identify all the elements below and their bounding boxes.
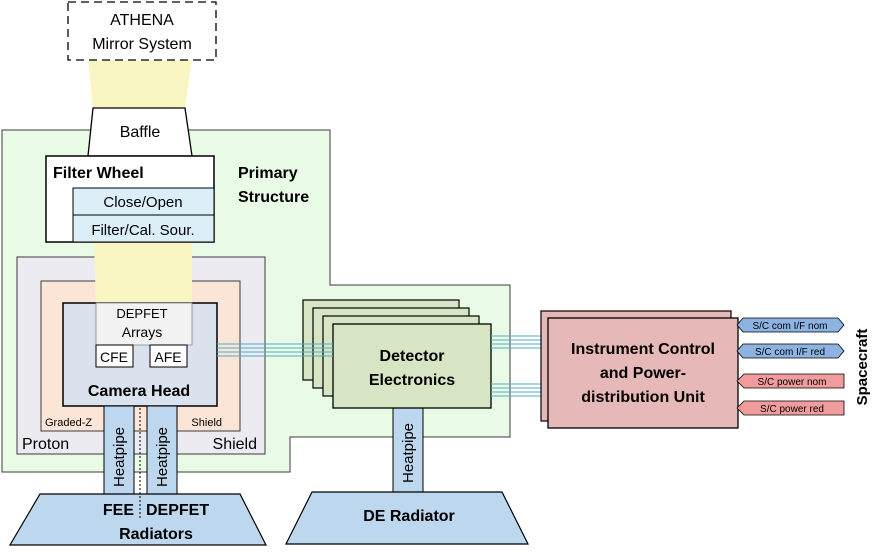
depfet-arrays-line1: DEPFET: [116, 306, 167, 321]
sc-power-nom-label: S/C power nom: [758, 377, 827, 388]
fee-depfet-radiator: [8, 493, 267, 546]
graded-z-label: Graded-Z: [45, 417, 92, 429]
de-card-1: [332, 323, 492, 409]
proton-label: Proton: [22, 436, 69, 453]
afe-label: AFE: [154, 349, 181, 365]
close-open-box: [72, 187, 215, 216]
graded-z-shield-label: Shield: [191, 417, 222, 429]
sc-power-red-label: S/C power red: [760, 404, 824, 415]
sc-com-nom-arrow: [736, 317, 845, 333]
primary-structure-line2: Structure: [238, 189, 309, 206]
icpu-line3: distribution Unit: [581, 389, 705, 406]
mirror-label-line2: Mirror System: [92, 36, 192, 53]
heatpipe-de: [392, 407, 424, 499]
depfet-radiator-label: DEPFET: [146, 502, 209, 519]
radiators-label: Radiators: [119, 526, 193, 543]
camera-de-lines: [217, 343, 333, 357]
icpu-line2: and Power-: [600, 365, 686, 382]
heatpipe-fee: [103, 405, 135, 497]
icpu-line1: Instrument Control: [571, 341, 715, 358]
depfet-arrays: [95, 302, 193, 346]
light-beam-bottom: [94, 242, 192, 304]
icpu-front: [547, 317, 739, 429]
close-open-label: Close/Open: [103, 194, 182, 211]
de-radiator-label: DE Radiator: [363, 508, 455, 525]
sc-com-nom-label: S/C com I/F nom: [752, 321, 827, 332]
spacecraft-label: Spacecraft: [854, 329, 871, 406]
camera-head-label: Camera Head: [88, 383, 190, 400]
heatpipe-right-label: Heatpipe: [154, 427, 171, 487]
fee-label: FEE: [103, 502, 134, 519]
afe-box: [149, 344, 188, 368]
light-beam-top: [88, 58, 192, 110]
cfe-box: [95, 344, 134, 368]
cfe-label: CFE: [100, 349, 128, 365]
mirror-system-box: [67, 1, 217, 61]
detector-electronics-line1: Detector: [380, 348, 445, 365]
detector-electronics-line2: Electronics: [369, 372, 455, 389]
de-icpu-lines: [491, 335, 548, 397]
filter-cal-label: Filter/Cal. Sour.: [91, 222, 194, 239]
sc-power-nom-arrow: [736, 373, 845, 389]
filter-cal-box: [72, 214, 215, 243]
sc-com-red-arrow: [736, 343, 845, 359]
mirror-label-line1: ATHENA: [110, 12, 174, 29]
de-radiator: [285, 491, 529, 545]
baffle-label: Baffle: [120, 124, 161, 141]
sc-com-red-label: S/C com I/F red: [755, 347, 825, 358]
sc-power-red-arrow: [736, 400, 845, 416]
proton-shield-label: Shield: [213, 436, 257, 453]
heatpipe-left-label: Heatpipe: [111, 427, 128, 487]
depfet-arrays-line2: Arrays: [122, 324, 162, 340]
heatpipe-depfet: [146, 405, 178, 497]
heatpipe-de-label: Heatpipe: [400, 423, 417, 483]
primary-structure-line1: Primary: [238, 165, 298, 182]
filter-wheel-label: Filter Wheel: [53, 165, 144, 182]
